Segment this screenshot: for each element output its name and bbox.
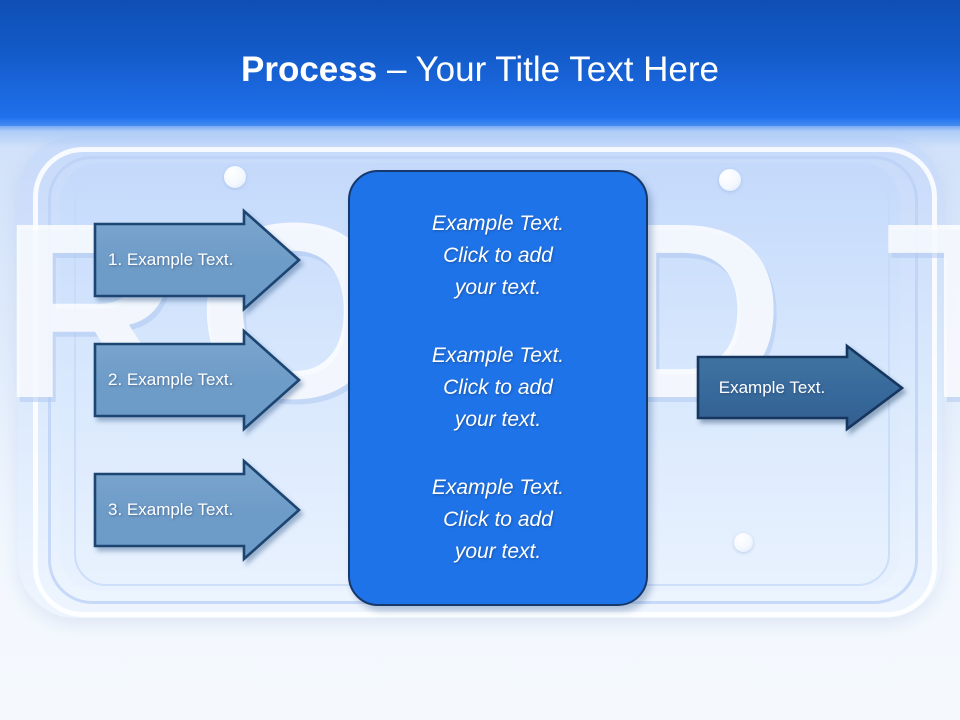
plate-rivet-top-right [719,169,741,191]
process-arrow-1[interactable]: 1. Example Text. [93,208,301,312]
center-panel-block-3: Example Text. Click to add your text. [431,476,565,563]
arrow-right-icon [696,343,905,432]
plate-rivet-bottom-right [734,533,753,552]
title-band [0,0,960,126]
plate-rivet-top-left [224,166,246,188]
center-panel-block-2: Example Text. Click to add your text. [431,344,565,431]
process-arrow-result[interactable]: Example Text. [696,343,905,432]
page-title: Process – Your Title Text Here [0,50,960,90]
page-title-rest: – Your Title Text Here [377,50,719,89]
center-panel-block-1: Example Text. Click to add your text. [431,212,565,299]
process-arrow-3[interactable]: 3. Example Text. [93,458,301,562]
license-plate-outer-ring [33,147,937,617]
center-text-panel[interactable]: Example Text. Click to add your text. Ex… [348,170,648,606]
process-arrow-2[interactable]: 2. Example Text. [93,328,301,432]
page-title-strong: Process [241,50,378,89]
arrow-right-icon [93,458,301,562]
title-band-fade [0,118,960,148]
arrow-right-icon [93,208,301,312]
arrow-right-icon [93,328,301,432]
